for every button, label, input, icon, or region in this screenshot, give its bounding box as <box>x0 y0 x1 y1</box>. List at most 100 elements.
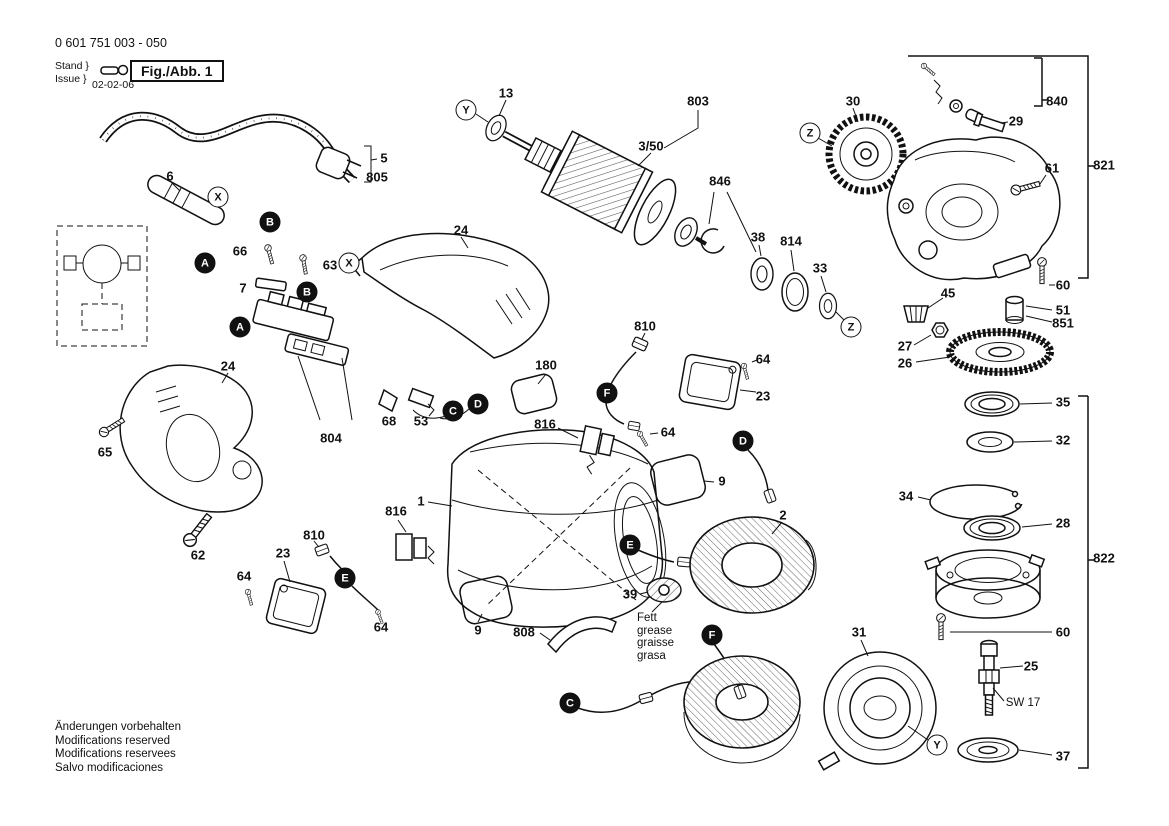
part-label-851: 851 <box>1052 315 1074 331</box>
flange-screw-60 <box>936 613 1052 641</box>
part-label-9: 9 <box>474 622 482 638</box>
part-label-24: 24 <box>220 358 236 374</box>
part-label-68: 68 <box>381 413 397 429</box>
stand-label: Stand } <box>55 60 89 72</box>
part-label-32: 32 <box>1055 432 1071 448</box>
ref-marker-c: C <box>442 400 464 422</box>
housing-screw-60-top <box>1037 257 1055 286</box>
part-label-24: 24 <box>453 222 469 238</box>
ref-marker-a: A <box>229 316 251 338</box>
figure-label: Fig./Abb. 1 <box>130 60 224 82</box>
part-label-51: 51 <box>1055 302 1071 318</box>
clamping-washer-37 <box>957 737 1053 763</box>
ref-marker-y: Y <box>455 99 477 121</box>
part-label-810: 810 <box>634 318 656 334</box>
part-label-821: 821 <box>1093 157 1115 173</box>
switch-assembly <box>252 243 471 421</box>
part-label-53: 53 <box>413 413 429 429</box>
part-label-805: 805 <box>366 169 388 185</box>
part-label-64: 64 <box>660 424 676 440</box>
side-handle <box>119 364 263 513</box>
bracket-840 <box>1034 57 1048 107</box>
part-label-6: 6 <box>166 168 174 184</box>
part-label-33: 33 <box>812 260 828 276</box>
part-label-2: 2 <box>779 507 787 523</box>
part-label-804: 804 <box>320 430 342 446</box>
gear-housing <box>886 136 1061 281</box>
document-number: 0 601 751 003 - 050 <box>55 36 167 50</box>
part-label-38: 38 <box>750 229 766 245</box>
part-label-27: 27 <box>897 338 913 354</box>
power-plug <box>315 145 378 183</box>
footer-notice: Änderungen vorbehalten Modifications res… <box>55 721 181 775</box>
part-label-35: 35 <box>1055 394 1071 410</box>
seal-32 <box>966 431 1053 453</box>
ref-marker-e: E <box>334 567 356 589</box>
field-coil <box>683 655 801 764</box>
part-label-5: 5 <box>380 150 388 166</box>
issue-date: 02-02-06 <box>92 79 135 91</box>
ref-marker-y: Y <box>926 734 948 756</box>
nut-27 <box>913 322 949 346</box>
part-label-23: 23 <box>275 545 291 561</box>
housing-screw-61 <box>1009 174 1047 197</box>
part-label-816: 816 <box>534 416 556 432</box>
washer-38 <box>750 244 774 291</box>
spacer-sleeve-51 <box>1005 295 1053 324</box>
part-label-61: 61 <box>1044 160 1060 176</box>
part-label-31: 31 <box>851 624 867 640</box>
part-label-803: 803 <box>687 93 709 109</box>
part-label-30: 30 <box>845 93 861 109</box>
part-label-66: 66 <box>232 243 248 259</box>
part-label-39: 39 <box>622 586 638 602</box>
part-label-37: 37 <box>1055 748 1071 764</box>
stand-issue-block: Stand } Issue } <box>55 60 89 85</box>
part-label-13: 13 <box>498 85 514 101</box>
retaining-ring <box>700 191 757 254</box>
grinder-icon <box>100 64 129 76</box>
wire-c-bottom <box>577 676 712 713</box>
part-label-63: 63 <box>322 257 338 273</box>
ref-marker-z: Z <box>840 316 862 338</box>
bearing-35 <box>964 391 1053 417</box>
part-label-814: 814 <box>780 233 802 249</box>
part-label-60: 60 <box>1055 624 1071 640</box>
part-label-64: 64 <box>373 619 389 635</box>
part-label-64: 64 <box>236 568 252 584</box>
o-ring-814 <box>781 249 809 312</box>
top-handle <box>350 232 550 359</box>
ref-marker-b: B <box>296 281 318 303</box>
cord-grommet <box>147 174 225 226</box>
bevel-pinion-45 <box>903 297 944 323</box>
part-label-810: 810 <box>303 527 325 543</box>
part-label-64: 64 <box>755 351 771 367</box>
wire-d <box>747 449 777 504</box>
part-label-28: 28 <box>1055 515 1071 531</box>
part-label-9: 9 <box>718 473 726 489</box>
bearing-flange <box>924 549 1046 619</box>
part-label-23: 23 <box>755 388 771 404</box>
part-label-60: 60 <box>1055 277 1071 293</box>
bracket-821 <box>908 55 1095 279</box>
part-label-45: 45 <box>940 285 956 301</box>
ref-marker-f: F <box>701 624 723 646</box>
bracket-822 <box>1078 395 1095 769</box>
part-label-840: 840 <box>1046 93 1068 109</box>
footer-line-en: Modifications reserved <box>55 734 171 747</box>
ref-marker-x: X <box>338 252 360 274</box>
stator <box>689 516 817 614</box>
ring-gear-26 <box>915 328 1054 376</box>
part-label-62: 62 <box>190 547 206 563</box>
wire-e-center <box>637 549 692 568</box>
part-label-822: 822 <box>1093 550 1115 566</box>
part-label-25: 25 <box>1023 658 1039 674</box>
ref-marker-d: D <box>732 430 754 452</box>
part-label-7: 7 <box>239 280 247 296</box>
footer-line-de: Änderungen vorbehalten <box>55 721 181 733</box>
part-label-65: 65 <box>97 444 113 460</box>
part-label-846: 846 <box>709 173 731 189</box>
fan <box>639 577 682 613</box>
ref-marker-e: E <box>619 534 641 556</box>
